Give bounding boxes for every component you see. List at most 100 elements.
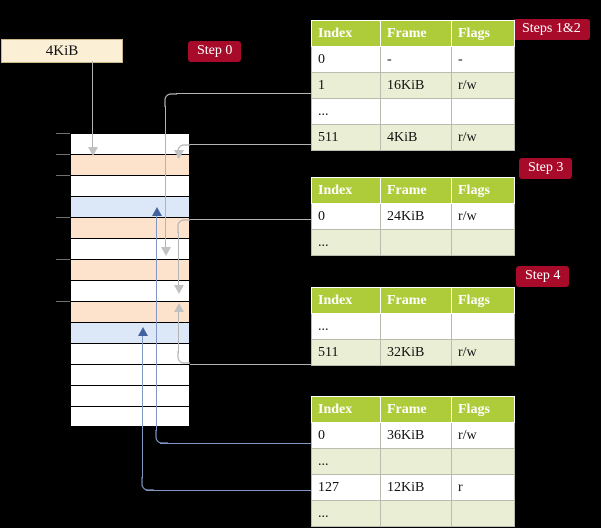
- memory-tick: [56, 217, 70, 218]
- mem-row-1: [70, 154, 190, 175]
- physical-memory-column: [70, 133, 190, 427]
- connector-t2r0-h: [190, 219, 311, 220]
- connector-t3r511-corner: [176, 351, 191, 365]
- cell-flags: -: [451, 46, 515, 73]
- table-row: ...: [311, 229, 515, 256]
- cell-index: ...: [311, 229, 381, 256]
- mem-row-13: [70, 406, 190, 427]
- cell-flags: r/w: [451, 72, 515, 99]
- cell-flags: r/w: [451, 422, 515, 449]
- mem-row-6: [70, 259, 190, 280]
- memory-tick: [56, 259, 70, 260]
- cell-frame: 4KiB: [380, 124, 452, 151]
- cell-index: 0: [311, 46, 381, 73]
- source-frame-label: 4KiB: [45, 43, 79, 59]
- cell-flags: r/w: [451, 124, 515, 151]
- column-header-frame: Frame: [380, 20, 452, 47]
- arrow-down-icon: [174, 285, 184, 294]
- memory-tick: [56, 175, 70, 176]
- cell-index: 511: [311, 124, 381, 151]
- arrow-down-icon: [174, 150, 184, 159]
- arrow-down-icon: [161, 247, 171, 256]
- mem-row-11: [70, 364, 190, 385]
- cell-flags: [451, 448, 515, 475]
- mem-row-5: [70, 238, 190, 259]
- cell-frame: [380, 448, 452, 475]
- connector-t4r0-corner: [154, 430, 168, 444]
- connector-t3r511-v: [178, 311, 179, 353]
- mem-row-8: [70, 301, 190, 322]
- table-row: ...: [311, 448, 515, 475]
- cell-frame: [380, 500, 452, 527]
- cell-frame: [380, 229, 452, 256]
- cell-frame: 12KiB: [380, 474, 452, 501]
- badge-step-0-label: Step 0: [197, 43, 233, 58]
- badge-step-4-label: Step 4: [525, 268, 561, 283]
- column-header-flags: Flags: [451, 20, 515, 47]
- mem-row-4: [70, 217, 190, 238]
- column-header-flags: Flags: [451, 396, 515, 423]
- cell-index: ...: [311, 500, 381, 527]
- cell-frame: 24KiB: [380, 203, 452, 230]
- column-header-index: Index: [311, 177, 381, 204]
- badge-steps-1-2: Steps 1&2: [513, 19, 590, 40]
- cell-index: 511: [311, 339, 381, 366]
- column-header-index: Index: [311, 20, 381, 47]
- badge-steps-1-2-label: Steps 1&2: [522, 21, 581, 36]
- cell-flags: [451, 313, 515, 340]
- mem-row-0: [70, 133, 190, 154]
- cell-flags: r/w: [451, 339, 515, 366]
- mem-row-2: [70, 175, 190, 196]
- cell-index: ...: [311, 313, 381, 340]
- connector-t4r127-corner: [140, 477, 154, 491]
- arrow-up-icon: [174, 303, 184, 312]
- table-row: ...: [311, 500, 515, 527]
- connector-source-to-memory: [92, 61, 93, 151]
- source-frame-box: 4KiB: [1, 39, 123, 63]
- cell-flags: r/w: [451, 203, 515, 230]
- arrow-down-icon: [88, 147, 98, 156]
- connector-t4r127-h: [146, 490, 311, 491]
- cell-flags: [451, 500, 515, 527]
- mem-row-9: [70, 322, 190, 343]
- cell-frame: [380, 98, 452, 125]
- badge-step-0: Step 0: [188, 41, 242, 62]
- connector-t4r0-v: [156, 215, 157, 431]
- column-header-index: Index: [311, 287, 381, 314]
- memory-tick: [56, 133, 70, 134]
- mem-row-3: [70, 196, 190, 217]
- arrow-up-icon: [152, 207, 162, 216]
- connector-t1r1-h: [176, 93, 311, 94]
- cell-flags: r: [451, 474, 515, 501]
- badge-step-3-label: Step 3: [528, 160, 564, 175]
- connector-t2r0-corner: [176, 219, 191, 233]
- table-row: ...: [311, 98, 515, 125]
- connector-t4r127-v: [142, 335, 143, 478]
- column-header-flags: Flags: [451, 177, 515, 204]
- cell-index: ...: [311, 98, 381, 125]
- cell-index: 0: [311, 203, 381, 230]
- cell-frame: -: [380, 46, 452, 73]
- memory-tick: [56, 301, 70, 302]
- badge-step-4: Step 4: [516, 266, 570, 287]
- connector-t1r511-h: [190, 144, 311, 145]
- cell-frame: 36KiB: [380, 422, 452, 449]
- badge-step-3: Step 3: [519, 158, 573, 179]
- cell-frame: 16KiB: [380, 72, 452, 99]
- table-row: 0--: [311, 46, 515, 73]
- arrow-up-icon: [138, 327, 148, 336]
- connector-t4r0-h: [160, 443, 311, 444]
- cell-frame: [380, 313, 452, 340]
- cell-index: 0: [311, 422, 381, 449]
- cell-frame: 32KiB: [380, 339, 452, 366]
